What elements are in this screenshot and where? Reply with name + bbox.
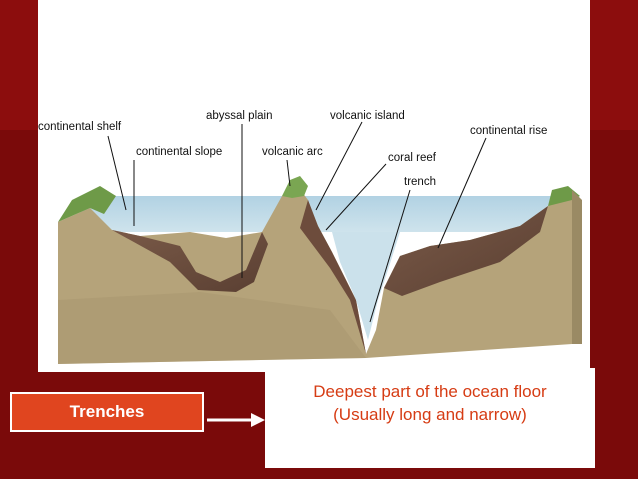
definition-box: Deepest part of the ocean floor (Usually… xyxy=(265,368,595,468)
left-slope xyxy=(112,230,268,292)
ocean-floor-diagram xyxy=(58,121,582,364)
term-label: Trenches xyxy=(69,402,145,421)
label-abyssal-plain: abyssal plain xyxy=(206,110,273,122)
land-cross-section xyxy=(58,184,572,364)
term-box: Trenches xyxy=(10,392,204,432)
label-continental-shelf: continental shelf xyxy=(38,121,122,133)
label-continental-slope: continental slope xyxy=(136,146,223,158)
arrow-icon xyxy=(207,413,265,427)
label-trench: trench xyxy=(404,176,436,188)
water-surface xyxy=(80,196,572,232)
trench-water xyxy=(332,232,400,340)
label-volcanic-island: volcanic island xyxy=(330,110,405,122)
definition-line-2: (Usually long and narrow) xyxy=(333,405,527,424)
right-slope xyxy=(384,206,548,296)
label-volcanic-arc: volcanic arc xyxy=(262,146,323,158)
arc-slope xyxy=(300,200,366,354)
label-continental-rise: continental rise xyxy=(470,125,548,137)
label-coral-reef: coral reef xyxy=(388,152,436,164)
left-coast-vegetation xyxy=(58,186,116,222)
definition-line-1: Deepest part of the ocean floor xyxy=(313,382,547,401)
volcanic-island-vegetation xyxy=(282,176,308,198)
